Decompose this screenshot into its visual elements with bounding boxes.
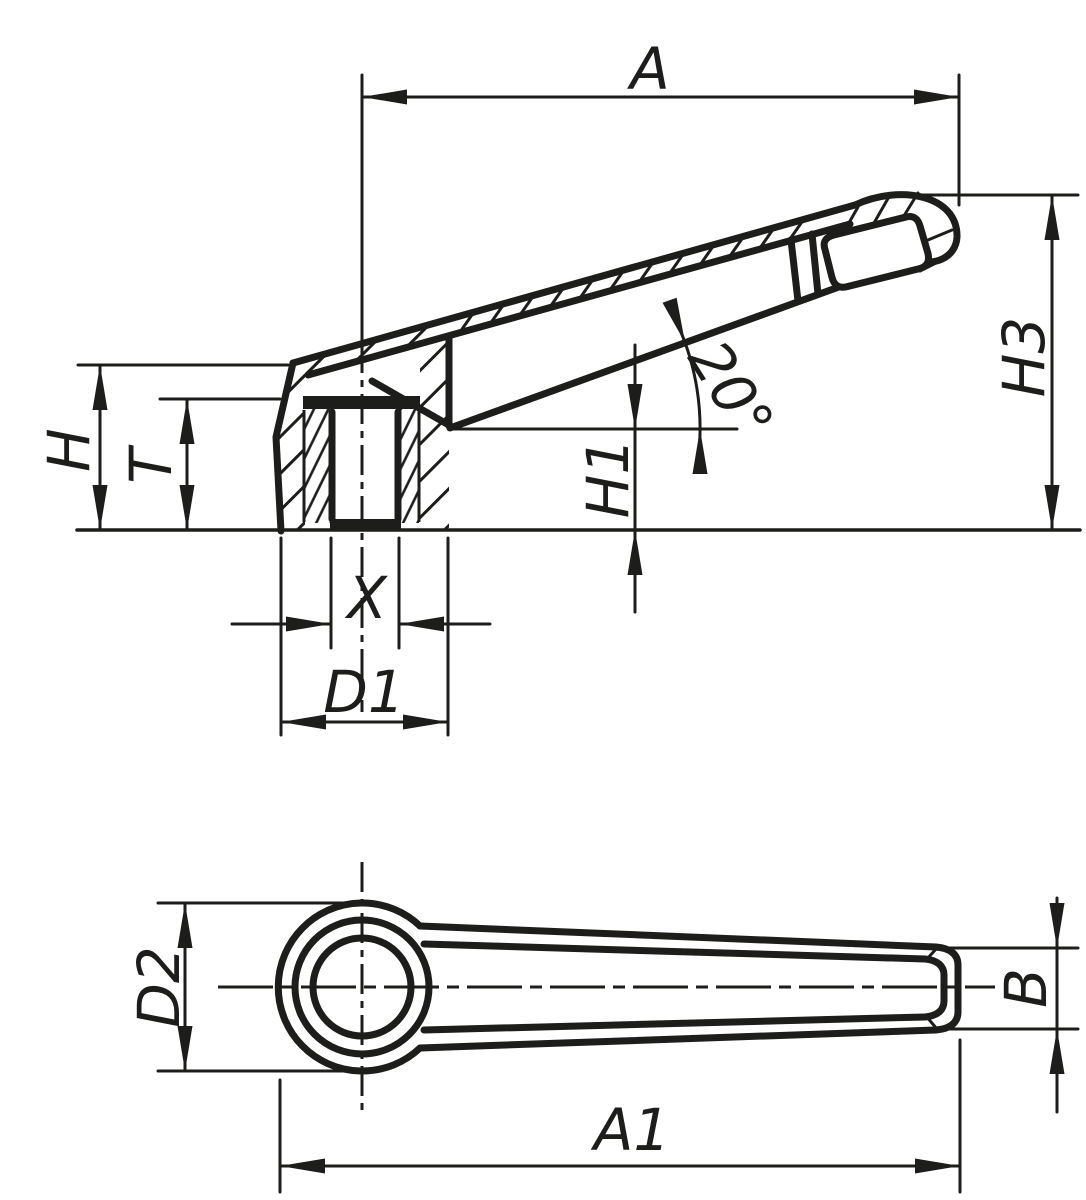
dim-extensions-D2: [156, 901, 354, 1073]
top-plan-view: D2 B A1: [125, 862, 1080, 1194]
arrowhead: [362, 89, 407, 105]
dimension-H3: H3: [913, 193, 1080, 532]
hub-outer-circle: [274, 899, 424, 1075]
arrowhead: [281, 714, 326, 730]
arrowhead: [1044, 485, 1060, 530]
dim-label-B: B: [992, 968, 1060, 1008]
dim-label-angle: 20°: [675, 329, 787, 452]
dimension-D1: D1: [279, 536, 450, 737]
arrowhead: [692, 429, 708, 474]
arrowhead: [179, 485, 195, 530]
insert-outer-edges: [302, 410, 421, 522]
dim-extensions-X: [329, 536, 401, 650]
arrowhead: [399, 616, 444, 632]
handle-outer-contour: [289, 191, 961, 432]
dim-label-H1: H1: [574, 438, 642, 519]
hub-left-edge: [272, 359, 297, 535]
arrowhead: [662, 297, 685, 343]
dimension-T: T: [117, 397, 282, 532]
dim-label-T: T: [117, 444, 185, 484]
dimension-H: H: [35, 363, 290, 532]
dimension-D2: D2: [125, 901, 354, 1073]
dimension-angle-20: 20°: [662, 297, 787, 474]
dim-extensions-D1: [279, 536, 450, 737]
lever-outline-side: [272, 191, 961, 535]
dimension-A1: A1: [278, 1038, 962, 1194]
thread-bore-edges: [328, 408, 402, 523]
dim-label-D1: D1: [323, 658, 405, 726]
handle-tip-chamfers: [924, 946, 939, 1030]
dim-label-X: X: [344, 564, 388, 632]
arrowhead: [92, 365, 108, 410]
handle-inner-edges-plan: [420, 940, 929, 1034]
dim-label-H: H: [35, 428, 103, 472]
dim-label-A: A: [626, 35, 670, 103]
arrowhead: [403, 714, 448, 730]
arrowhead: [92, 485, 108, 530]
handle-end-cavity: [820, 213, 932, 291]
tip-hatch-ticks: [844, 191, 954, 273]
arrowhead: [179, 399, 195, 444]
rib-right-edge: [808, 230, 822, 298]
hub-bore-circle: [309, 934, 415, 1040]
dim-label-A1: A1: [590, 1096, 671, 1164]
dim-label-H3: H3: [990, 317, 1058, 398]
top-wall-hatch-ticks: [458, 217, 806, 334]
arrowhead: [280, 1158, 325, 1174]
hub-ring-plan: [274, 899, 433, 1075]
dimension-X: X: [230, 536, 492, 650]
arrowhead: [177, 903, 193, 948]
hub-boss-circle: [291, 916, 433, 1058]
handle-top-wall-inner-edge: [304, 220, 854, 379]
dim-label-D2: D2: [125, 946, 193, 1028]
arrowhead: [915, 1158, 960, 1174]
side-section-view: A H3 H T: [35, 35, 1082, 737]
arrowhead: [627, 530, 643, 575]
arrowhead: [1044, 195, 1060, 240]
dimension-B: B: [940, 896, 1080, 1114]
arrowhead: [1049, 1029, 1065, 1074]
arrowhead: [1049, 903, 1065, 948]
dimension-A: A: [360, 35, 961, 207]
rib-left-edge: [787, 236, 802, 305]
dimension-H1: H1: [447, 343, 739, 614]
insert-bottom-face: [330, 519, 401, 531]
threaded-insert-hatching: [304, 409, 419, 523]
arrowhead: [914, 89, 959, 105]
dim-extensions-B: [940, 946, 1080, 1031]
arrowhead: [177, 1026, 193, 1071]
arrowhead: [286, 616, 331, 632]
arrowhead: [627, 384, 643, 429]
handle-end-inner-cap: [921, 955, 948, 1021]
